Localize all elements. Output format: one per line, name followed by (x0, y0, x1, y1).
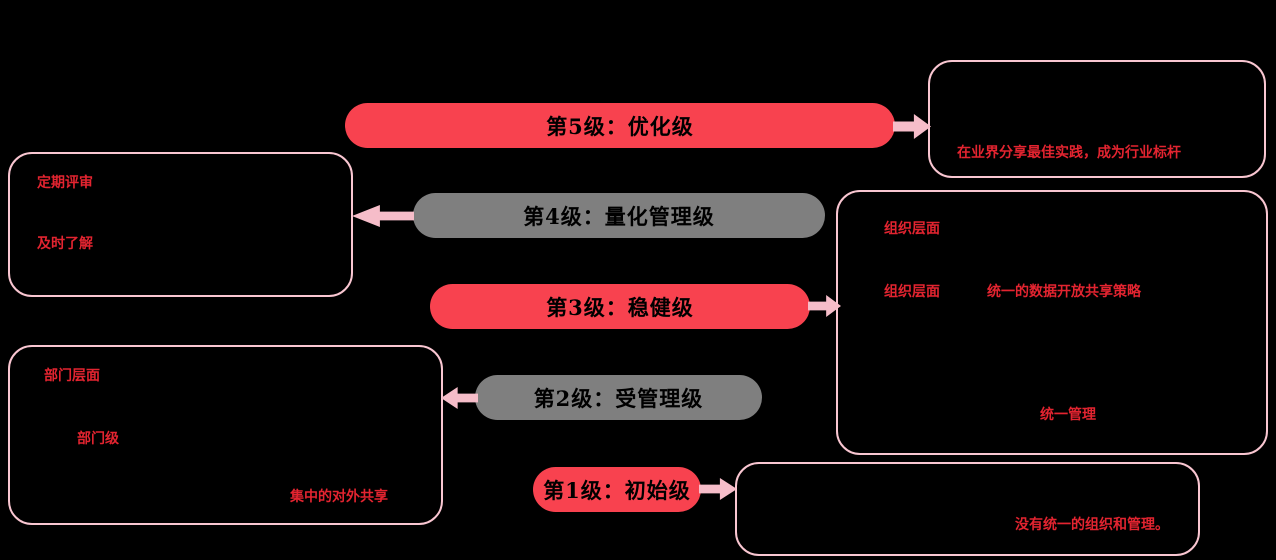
pill-level3: 第3级：稳健级 (430, 284, 810, 329)
pill-level1: 第1级：初始级 (533, 467, 701, 512)
callout-level4-line1: 定期评审 (37, 175, 93, 191)
callout-level5-text: 在业界分享最佳实践，成为行业标杆 (957, 145, 1181, 161)
pill-level2-label: 第2级：受管理级 (533, 385, 704, 411)
callout-box-level1: 没有统一的组织和管理。 (735, 462, 1200, 556)
callout-level3-line2b: 统一的数据开放共享策略 (987, 284, 1141, 300)
level2-arrow-left-icon (441, 387, 478, 409)
pill-level4-label: 第4级：量化管理级 (523, 203, 715, 229)
callout-box-level5: 在业界分享最佳实践，成为行业标杆 (928, 60, 1266, 178)
level4-arrow-left-icon (352, 205, 414, 227)
callout-box-level2: 部门层面 部门级 集中的对外共享 (8, 345, 443, 525)
pill-level5-label: 第5级：优化级 (546, 113, 694, 139)
callout-level1-text: 没有统一的组织和管理。 (1015, 517, 1169, 533)
callout-level3-line3: 统一管理 (1040, 407, 1096, 423)
pill-level3-label: 第3级：稳健级 (546, 294, 694, 320)
callout-level3-line1: 组织层面 (884, 221, 940, 237)
pill-level1-label: 第1级：初始级 (543, 477, 691, 503)
level1-arrow-right-icon (699, 478, 737, 500)
pill-level4: 第4级：量化管理级 (413, 193, 825, 238)
callout-level2-line2: 部门级 (77, 431, 119, 447)
pill-level2: 第2级：受管理级 (475, 375, 762, 420)
level5-arrow-right-icon (893, 114, 931, 139)
callout-box-level4: 定期评审 及时了解 (8, 152, 353, 297)
pill-level5: 第5级：优化级 (345, 103, 895, 148)
callout-level3-line2a: 组织层面 (884, 284, 940, 300)
callout-level2-line3: 集中的对外共享 (290, 489, 388, 505)
callout-level2-line1: 部门层面 (44, 368, 100, 384)
callout-level4-line2: 及时了解 (37, 236, 93, 252)
callout-box-level3: 组织层面 组织层面 统一的数据开放共享策略 统一管理 (836, 190, 1268, 455)
